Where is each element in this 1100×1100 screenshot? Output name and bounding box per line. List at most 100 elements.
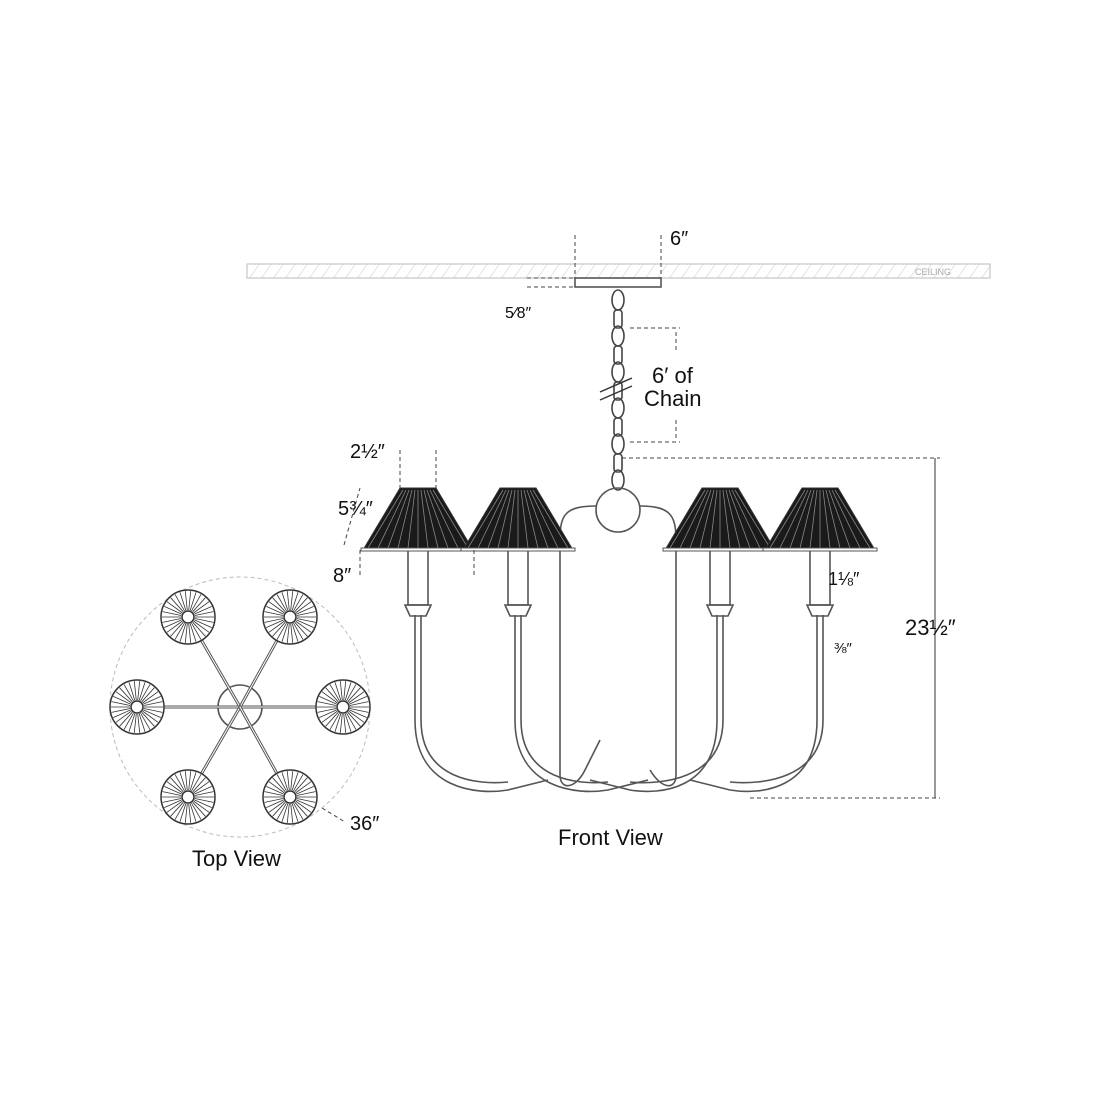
arm-inner <box>520 615 609 784</box>
dim-shade-height: 5¾″ <box>338 498 373 520</box>
shade-pleat <box>194 798 214 803</box>
top-socket <box>283 790 297 804</box>
shade-pleat <box>734 489 771 549</box>
canopy: 6″ 5⁄8″ <box>505 228 688 322</box>
shade-pleat <box>266 619 284 628</box>
shade-pleat <box>779 489 809 549</box>
top-view-title: Top View <box>192 846 281 871</box>
shade-pleat <box>347 711 361 727</box>
shade-pleat <box>188 591 192 611</box>
shade-pleat <box>166 781 183 794</box>
shade-pleat <box>272 777 286 793</box>
candle-socket <box>507 549 529 606</box>
shade-pleat <box>296 618 316 623</box>
ceiling-label: CEILING <box>915 267 951 277</box>
shade-pleat <box>162 798 182 803</box>
shade-pleat <box>115 710 132 723</box>
shade-pleat <box>113 696 131 705</box>
arm-with-shade <box>460 487 649 793</box>
shade-pleat <box>296 798 316 803</box>
arm-with-shade <box>589 487 778 793</box>
shade-pleat <box>192 597 206 613</box>
shade-pleat <box>194 619 212 628</box>
shade-pleat <box>349 709 367 718</box>
shade-pleat <box>349 696 367 705</box>
arm-with-shade <box>360 487 549 793</box>
shade-pleat <box>296 611 316 616</box>
shade-pleat <box>809 489 818 549</box>
candle-cup <box>705 604 735 617</box>
shade-pleat <box>188 771 192 791</box>
shade-pleat <box>174 802 185 820</box>
shade-pleat <box>497 489 513 549</box>
shade-pleat <box>119 711 133 727</box>
shade-pleat <box>679 489 709 549</box>
dim-shade-bottom: 8″ <box>333 565 351 587</box>
shade-pleat <box>264 798 284 803</box>
shade-pleat <box>295 601 312 614</box>
shade-pleat <box>268 781 285 794</box>
shade-pleat <box>477 489 507 549</box>
shade-pleat <box>825 489 841 549</box>
shade-pleat <box>367 489 404 549</box>
shade-pleat <box>317 701 337 706</box>
shade-pleat <box>140 684 151 702</box>
shade-pleat <box>295 781 312 794</box>
shade-pleat <box>170 777 184 793</box>
shade-pleat <box>272 621 286 637</box>
shade-pleat <box>296 606 314 615</box>
shade-pleat <box>319 696 337 705</box>
shade-pleat <box>329 684 340 702</box>
dim-shade-top: 2½″ <box>350 441 385 463</box>
shade-pleat <box>133 681 137 701</box>
shade-pleat <box>507 489 516 549</box>
shade-pleat <box>286 591 290 611</box>
shade-pleat <box>290 591 294 611</box>
chain-dimension: 6′ of Chain <box>599 327 701 443</box>
shade-pleat <box>348 691 365 704</box>
top-socket <box>336 700 350 714</box>
shade-pleat <box>189 803 197 822</box>
shade-pleat <box>113 709 131 718</box>
candle-cup <box>805 604 835 617</box>
shade-pleat <box>143 696 161 705</box>
shade-pleat <box>293 622 304 640</box>
candle-socket <box>709 549 731 606</box>
shade-pleat <box>133 713 137 733</box>
shade-pleat <box>426 489 449 549</box>
dim-chain-2: Chain <box>644 386 701 411</box>
shade-pleat <box>344 713 352 732</box>
shade-pleat <box>293 774 304 792</box>
shade-pleat <box>188 623 192 643</box>
arm-inner <box>629 615 724 784</box>
shade-pleat <box>343 681 347 701</box>
shade-pleat <box>174 622 185 640</box>
shade-pleat <box>334 682 342 701</box>
shade-pleat <box>170 621 184 637</box>
shade-pleat <box>194 791 214 796</box>
shade-pleat <box>293 802 304 820</box>
shade-pleat <box>179 592 187 611</box>
shade-pleat <box>722 489 731 549</box>
shade-pleat <box>296 786 314 795</box>
shade-pleat <box>291 623 299 642</box>
shade-pleat <box>111 701 131 706</box>
shade-pleat <box>192 801 206 817</box>
shade-pleat <box>266 786 284 795</box>
center-ball <box>595 487 641 533</box>
shade-pleat <box>191 774 202 792</box>
shade-rim <box>360 547 476 552</box>
shade-pleat <box>143 701 163 706</box>
shade-pleat <box>347 687 361 703</box>
shade-pleat <box>276 594 287 612</box>
shade-pleat <box>264 618 284 623</box>
shade-pleat <box>266 606 284 615</box>
shade-pleat <box>296 799 314 808</box>
shade-pleat <box>174 774 185 792</box>
shade-pleat <box>266 799 284 808</box>
shade-pleat <box>191 802 202 820</box>
chain-link <box>611 289 625 311</box>
shade-pleat <box>529 489 559 549</box>
shade-pleat <box>162 791 182 796</box>
